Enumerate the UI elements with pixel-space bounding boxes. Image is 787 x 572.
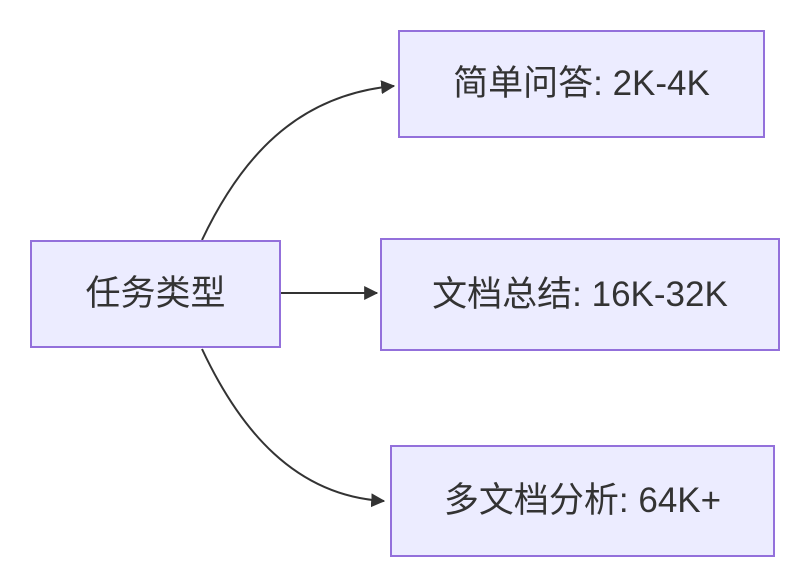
node-simple-qa: 简单问答: 2K-4K (398, 30, 765, 138)
node-task-type: 任务类型 (30, 240, 281, 348)
edge-task-to-multi (201, 348, 386, 508)
node-doc-summary: 文档总结: 16K-32K (380, 238, 780, 351)
node-doc-summary-label: 文档总结: 16K-32K (432, 274, 728, 314)
node-multi-doc: 多文档分析: 64K+ (390, 445, 775, 557)
node-simple-qa-label: 简单问答: 2K-4K (453, 64, 710, 103)
node-task-type-label: 任务类型 (85, 274, 226, 313)
edge-task-to-qa (201, 80, 396, 241)
node-multi-doc-label: 多文档分析: 64K+ (443, 481, 722, 520)
